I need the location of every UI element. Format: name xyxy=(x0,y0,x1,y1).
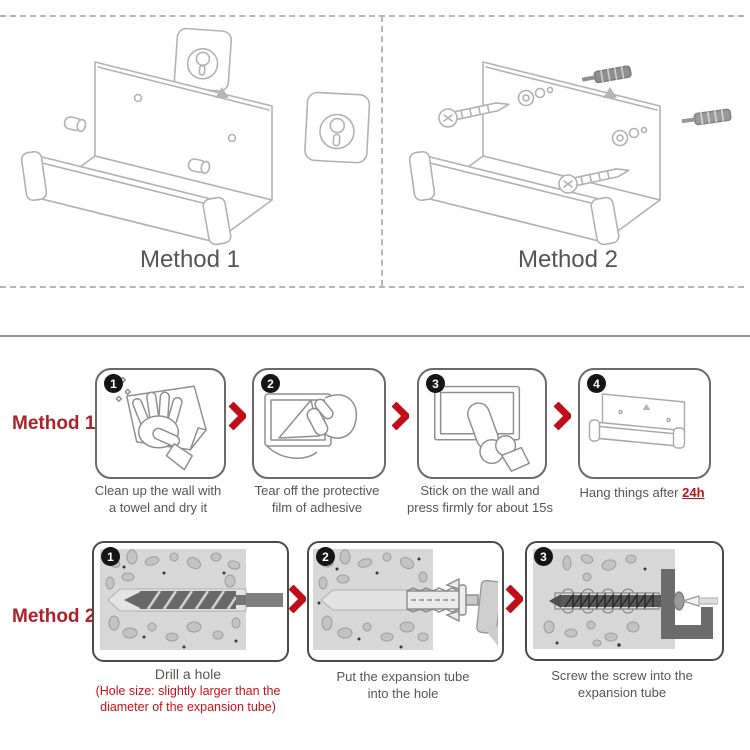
method1-step3-card: 3 xyxy=(417,368,547,479)
adhesive-pad-icon xyxy=(304,91,371,164)
step-number-badge: 1 xyxy=(104,374,123,393)
l-bracket-icon xyxy=(661,569,713,639)
section-separator xyxy=(0,335,750,337)
expansion-tube-icon xyxy=(681,108,732,126)
method2-label: Method 2 xyxy=(12,606,96,627)
screw-icon xyxy=(438,102,510,128)
screw-in-anchor-icon xyxy=(549,588,685,614)
overview-method1-caption: Method 1 xyxy=(139,246,241,273)
hammer-icon xyxy=(476,579,498,647)
method2-step3-card: 3 xyxy=(525,541,724,661)
chevron-right-icon xyxy=(228,402,246,430)
method1-step4-card: 4 xyxy=(578,368,711,479)
method2-step2-caption: Put the expansion tube into the hole xyxy=(336,669,470,701)
method1-step1-card: 1 xyxy=(95,368,226,479)
method1-step4-caption: Hang things after 24h xyxy=(579,485,705,500)
bracket-screws-illustration xyxy=(408,61,732,246)
method1-step3-caption: Stick on the wall and press firmly for a… xyxy=(407,483,553,515)
method1-step1-caption: Clean up the wall with a towel and dry i… xyxy=(94,483,222,515)
chevron-right-icon xyxy=(288,585,306,613)
method1-label: Method 1 xyxy=(12,413,96,434)
method2-step1-caption: Drill a hole xyxy=(154,666,222,682)
step-number-badge: 2 xyxy=(316,547,335,566)
method2-step2-card: 2 xyxy=(307,541,504,662)
screw-anchor-illustration xyxy=(533,549,718,649)
step-number-badge: 4 xyxy=(587,374,606,393)
drill-hole-illustration xyxy=(100,549,283,650)
method2-step3-caption: Screw the screw into the expansion tube xyxy=(551,668,693,700)
peel-film-icon xyxy=(264,393,358,459)
expansion-tube-icon xyxy=(406,577,479,623)
mounted-bracket-icon xyxy=(588,393,686,449)
method1-step2-card: 2 xyxy=(252,368,386,479)
towel-hand-icon xyxy=(108,376,207,471)
drill-bit-icon xyxy=(124,590,283,610)
screwdriver-icon xyxy=(680,595,718,607)
method2-step1-card: 1 xyxy=(92,541,289,662)
adhesive-pad-icon xyxy=(173,27,233,92)
expansion-tube-illustration xyxy=(313,549,498,650)
hang-delay-highlight: 24h xyxy=(682,485,705,500)
bracket-adhesive-illustration xyxy=(20,27,371,246)
dashed-border-bottom xyxy=(0,286,744,288)
overview-method2-caption: Method 2 xyxy=(517,246,619,273)
peg-icon xyxy=(187,158,211,175)
chevron-right-icon xyxy=(391,402,409,430)
step-number-badge: 2 xyxy=(261,374,280,393)
expansion-tube-icon xyxy=(581,65,632,84)
chevron-right-icon xyxy=(553,402,571,430)
chevron-right-icon xyxy=(505,585,523,613)
method2-step1-note: (Hole size: slightly larger than the dia… xyxy=(95,684,281,714)
method1-step2-caption: Tear off the protective film of adhesive xyxy=(254,483,380,515)
dashed-divider xyxy=(381,16,383,286)
step-number-badge: 3 xyxy=(426,374,445,393)
press-wall-icon xyxy=(434,385,530,472)
screw-icon xyxy=(558,168,630,194)
dashed-border-top xyxy=(0,15,744,17)
step-number-badge: 3 xyxy=(534,547,553,566)
peg-icon xyxy=(63,116,87,133)
step-number-badge: 1 xyxy=(101,547,120,566)
